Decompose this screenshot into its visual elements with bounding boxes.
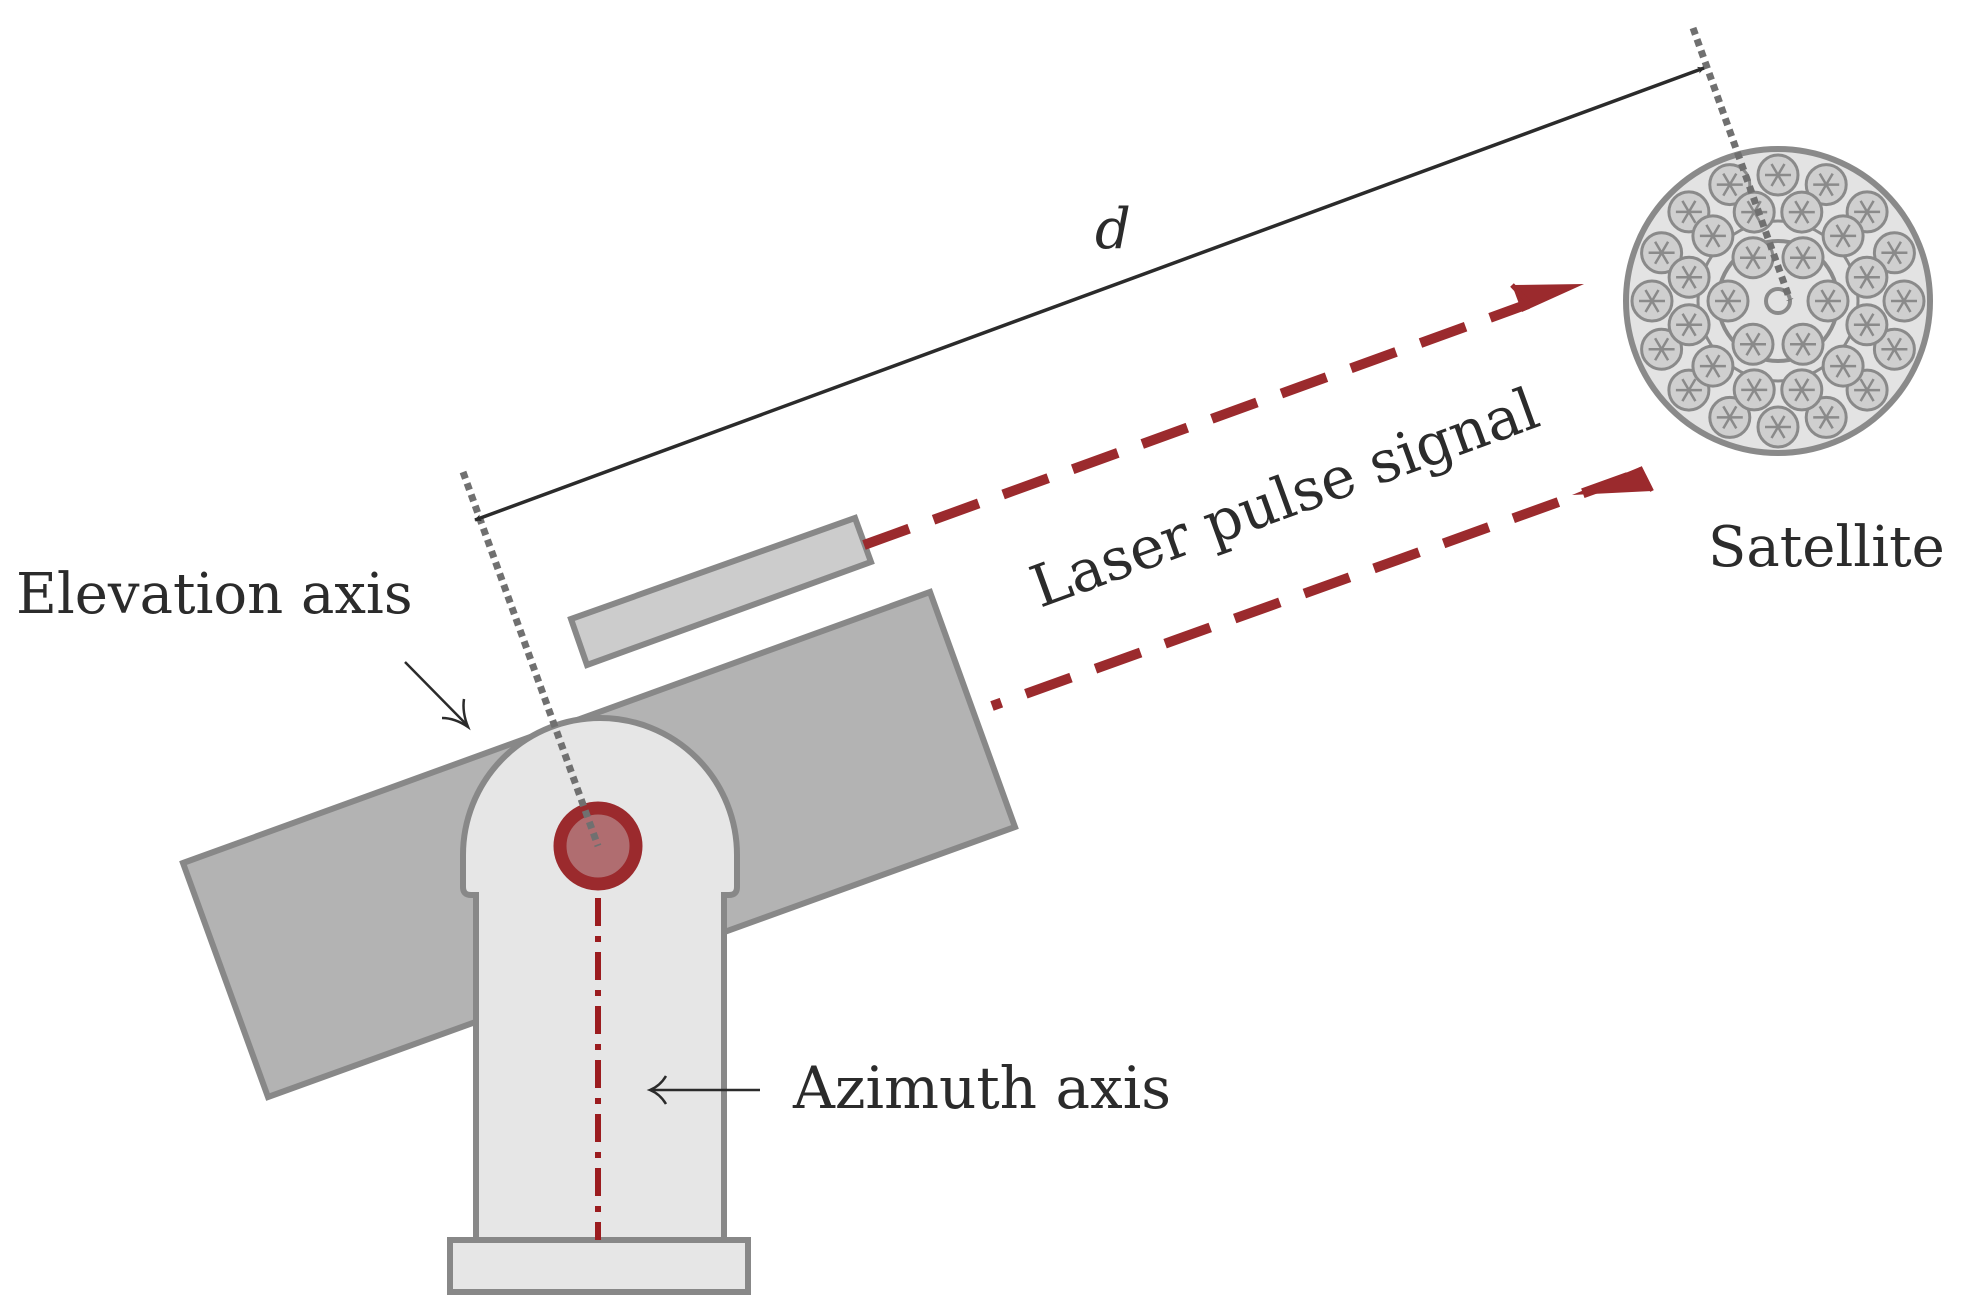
elevation-pointer-arrowhead <box>441 698 471 731</box>
retroreflector-cell <box>1630 279 1674 323</box>
azimuth-axis-label: Azimuth axis <box>792 1054 1171 1122</box>
retroreflector-cell <box>1780 368 1824 412</box>
retroreflector-cell <box>1781 236 1825 280</box>
retroreflector-cell <box>1845 255 1889 299</box>
azimuth-pointer-arrowhead <box>646 1075 668 1105</box>
distance-label: d <box>1095 197 1131 262</box>
retroreflector-cell <box>1882 279 1926 323</box>
retroreflector-cell <box>1806 279 1850 323</box>
retroreflector-cell <box>1781 322 1825 366</box>
retroreflector-cell <box>1691 214 1735 258</box>
retroreflector-cell <box>1780 190 1824 234</box>
satellite-label: Satellite <box>1708 515 1945 580</box>
laser-signal-label: Laser pulse signal <box>1022 374 1548 621</box>
retroreflector-cell <box>1667 303 1711 347</box>
satellite <box>1623 146 1933 456</box>
mount-base <box>447 1237 751 1295</box>
retroreflector-cell <box>1731 322 1775 366</box>
retroreflector-cell <box>1667 255 1711 299</box>
retroreflector-cell <box>1821 214 1865 258</box>
elevation-reference-line <box>459 470 602 848</box>
retroreflector-cell <box>1821 344 1865 388</box>
distance-arrow <box>474 66 1705 522</box>
retroreflector-cell <box>1756 153 1800 197</box>
elevation-pointer-arrow <box>404 661 467 725</box>
satellite-reference-line <box>1689 26 1794 302</box>
retroreflector-cell <box>1845 303 1889 347</box>
elevation-axis-label: Elevation axis <box>16 562 413 627</box>
retroreflector-cell <box>1756 405 1800 449</box>
finder-scope <box>567 514 875 669</box>
retroreflector-cell <box>1732 368 1776 412</box>
retroreflector-cell <box>1706 279 1750 323</box>
retroreflector-cell <box>1691 344 1735 388</box>
